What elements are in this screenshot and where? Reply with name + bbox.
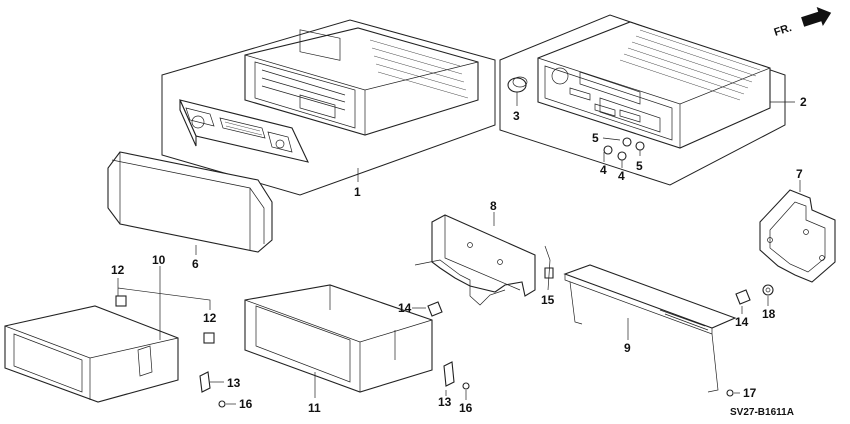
radio-assembly-2: [499, 14, 786, 186]
callout-5b: 5: [636, 159, 643, 173]
callout-labels: 1 2 3 4 4 5 5 6 7 8 9 10 11 12 12 13 13 …: [111, 95, 807, 415]
callout-1: 1: [354, 185, 361, 199]
callout-7: 7: [796, 167, 803, 181]
pocket-10: [4, 305, 179, 403]
washer-18: [762, 284, 774, 296]
callout-14b: 14: [735, 315, 749, 329]
arrow-right-icon: [801, 6, 832, 27]
callout-16b: 16: [459, 401, 473, 415]
diagram-code: SV27-B1611A: [730, 407, 794, 418]
callout-13a: 13: [227, 376, 241, 390]
pocket-cover-6: [107, 151, 273, 253]
screw-16b: [462, 382, 470, 390]
bracket-8: [414, 214, 536, 306]
bracket-13b: [443, 361, 455, 387]
callout-2: 2: [800, 95, 807, 109]
radio-unit: [537, 21, 771, 149]
callout-8: 8: [490, 199, 497, 213]
callout-10: 10: [152, 253, 166, 267]
assembly-2-outline: [499, 14, 786, 186]
callout-13b: 13: [438, 395, 452, 409]
bolt-14b: [735, 289, 751, 305]
radio-assembly-1: [161, 19, 496, 196]
bracket-7: [759, 189, 836, 283]
radio-chassis: [244, 27, 479, 136]
callout-6: 6: [192, 257, 199, 271]
fr-label: FR.: [773, 22, 794, 39]
callout-12: 12: [111, 263, 125, 277]
bracket-13a: [199, 371, 211, 393]
bracket-9: [563, 264, 737, 393]
knob-set-4-5: [603, 137, 645, 161]
callout-5a: 5: [592, 131, 599, 145]
callout-18: 18: [762, 307, 776, 321]
screw-17: [726, 389, 734, 397]
screw-16a: [218, 400, 226, 408]
callout-12b: 12: [203, 311, 217, 325]
callout-17: 17: [743, 386, 757, 400]
callout-16a: 16: [239, 397, 253, 411]
callout-4b: 4: [618, 169, 625, 183]
callout-15: 15: [541, 293, 555, 307]
leader-lines: [117, 92, 801, 405]
clip-12b: [203, 332, 215, 344]
callout-3: 3: [513, 109, 520, 123]
pocket-11: [244, 284, 433, 393]
clip-12a: [115, 295, 127, 307]
assembly-1-outline: [161, 19, 496, 196]
callout-4a: 4: [600, 163, 607, 177]
callout-9: 9: [624, 341, 631, 355]
knob-3: [507, 76, 528, 93]
front-direction-indicator: FR.: [773, 6, 832, 39]
callout-14a: 14: [398, 301, 412, 315]
bolt-14a: [427, 301, 443, 317]
callout-11: 11: [308, 401, 321, 415]
radio-faceplate: [179, 99, 309, 163]
